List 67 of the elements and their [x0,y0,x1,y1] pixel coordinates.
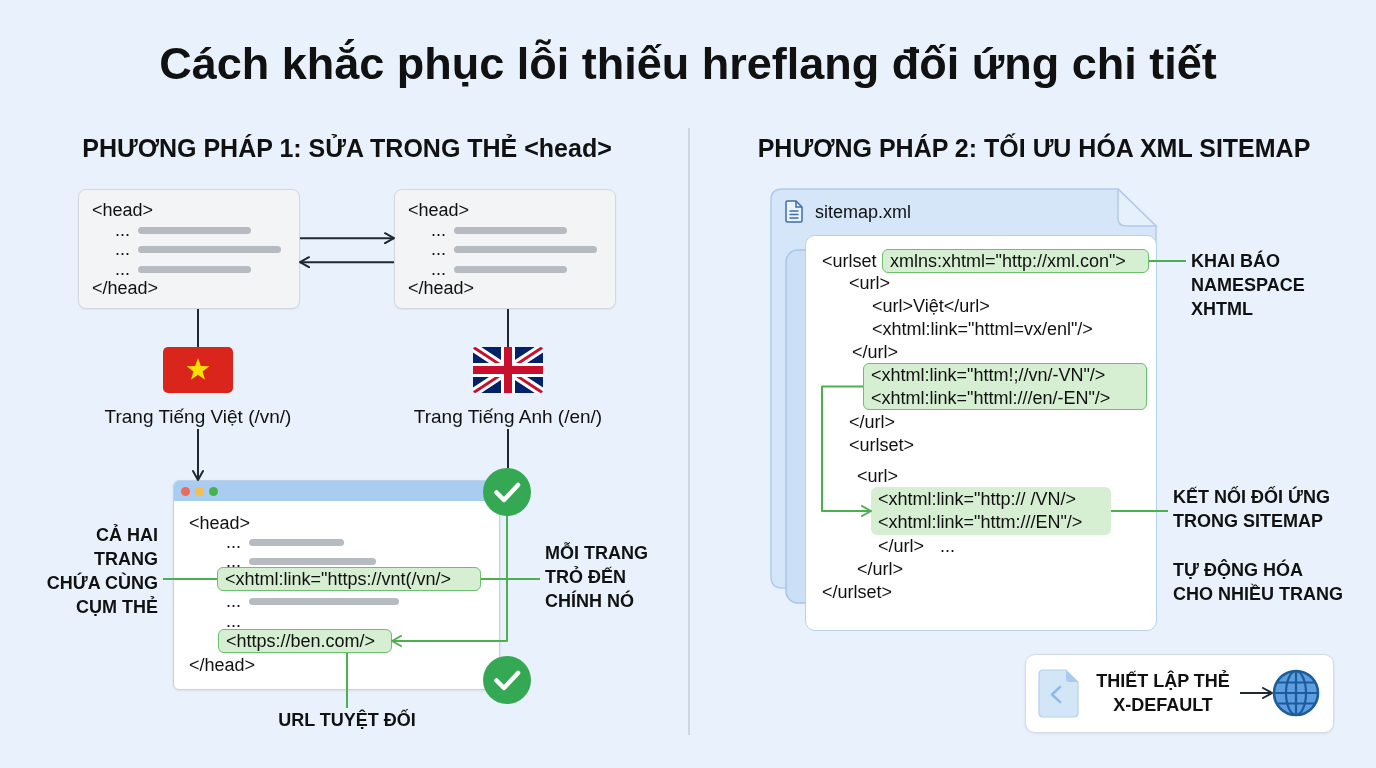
callout-text: THIẾT LẬP THẺ X-DEFAULT [1086,669,1240,717]
arrow [192,428,204,481]
leader-line [162,578,218,580]
code-line: ... [115,220,130,240]
code-card [805,235,1157,631]
code-line: <urlset> [849,434,915,457]
code-line: </head> [189,654,256,677]
code-line: <url> [849,272,891,295]
callout-text: TỰ ĐỘNG HÓA CHO NHIỀU TRANG [1172,558,1344,606]
code-line: <xhtml:link="httm:///EN"/> [878,511,1084,534]
code-line: ... [431,240,446,260]
section-heading: PHƯƠNG PHÁP 1: SỬA TRONG THẺ <head> [82,133,612,164]
code-line: </url> [852,341,899,364]
code-line: ... [431,220,446,240]
arrow [1239,687,1273,699]
file-name: sitemap.xml [815,201,912,224]
callout-text: CẢ HAI TRANG CHỨA CÙNG CỤM THẺ [37,523,163,619]
arrow [821,385,872,517]
code-line: ... [115,259,130,279]
globe-icon [1272,669,1320,717]
browser-window [173,480,500,690]
code-line: <xhtml:link="httm!;//vn/-VN"/> [871,363,1107,387]
code-line: <url> [857,465,899,488]
arrow [299,232,395,245]
code-line: ... [431,259,446,279]
info-card [1025,654,1334,733]
code-snippet-card [78,189,300,309]
code-line: </head> [408,279,475,299]
leader-line [346,652,348,709]
code-line: <xhtml:link="http:// /VN/> [878,488,1077,511]
section-heading: PHƯƠNG PHÁP 2: TỐI ƯU HÓA XML SITEMAP [757,132,1311,164]
code-line: </url> [857,558,904,581]
leader-line [480,578,541,580]
page-title: Cách khắc phục lỗi thiếu hreflang đối ứng chi tiết [159,37,1217,91]
connector-line [197,308,199,348]
callout-text: KẾT NỐI ĐỐI ỨNG TRONG SITEMAP [1168,485,1368,533]
code-line: ... [115,240,130,260]
code-line: ... [226,590,241,613]
arrow [391,515,508,647]
callout-text: KHAI BÁO NAMESPACE XHTML [1186,249,1336,321]
code-line: <urlset [822,250,877,273]
leader-line [1148,260,1187,262]
connector-line [507,308,509,348]
code-line: </urlset> [822,581,893,604]
page-label: Trang Tiếng Anh (/en/) [413,405,603,429]
code-snippet-card [394,189,616,309]
check-circle-icon [483,468,531,516]
code-line: </head> [92,279,159,299]
highlighted-code: <xhtml:link="https://vnt(/vn/> [217,567,481,591]
code-line: </url> [849,411,896,434]
code-line: <url>Việt</url> [872,295,990,318]
page-label: Trang Tiếng Việt (/vn/) [104,405,292,429]
callout-text: URL TUYỆT ĐỐI [273,708,421,732]
code-line: </url> [878,535,925,558]
arrow [299,256,395,269]
connector-line [507,428,509,469]
leader-line [1110,510,1169,512]
code-line: <xhtml:link="httml:///en/-EN"/> [871,386,1112,410]
callout-text: MỖI TRANG TRỎ ĐẾN CHÍNH NÓ [540,541,668,613]
code-line: <head> [92,201,154,221]
highlighted-code: <https://ben.com/> [218,629,392,653]
highlight-box [863,363,1147,410]
highlighted-code: xmlns:xhtml="http://xml.con"> [882,249,1149,273]
code-line: <head> [408,201,470,221]
code-line: ... [940,535,955,558]
code-line: <xhtml:link="httml=vx/enl"/> [872,318,1093,341]
highlight-box [871,487,1111,535]
